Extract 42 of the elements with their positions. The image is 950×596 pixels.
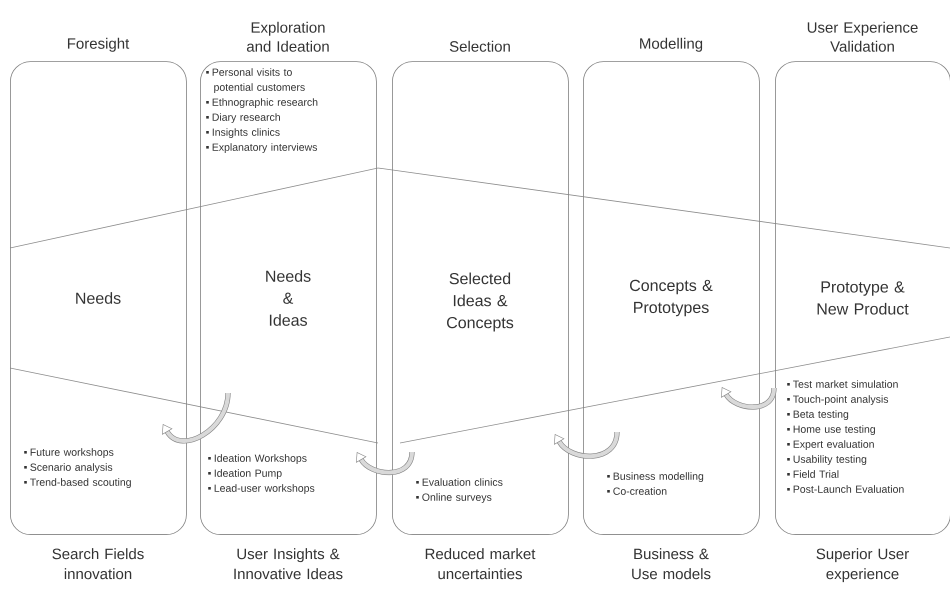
bullet-item: Co-creation (607, 487, 666, 495)
stage-output: Needs (76, 292, 121, 304)
bullet-item: Ideation Workshops (208, 454, 307, 464)
bullet-item: Beta testing (787, 410, 848, 420)
curved-arrow (356, 452, 415, 476)
outcome-text: Reduced market uncertainties (426, 548, 536, 580)
bullet-item: Ethnographic research (206, 98, 318, 108)
stage-heading: Selection (450, 40, 510, 52)
bullet-item: Personal visits to potential customers (206, 68, 305, 93)
bullet-item: Online surveys (416, 493, 492, 503)
bullet-item: Explanatory interviews (206, 143, 318, 153)
bullet-item: Post-Launch Evaluation (787, 485, 904, 493)
bullet-item: Expert evaluation (787, 440, 874, 450)
bullet-item: Lead-user workshops (208, 484, 314, 494)
bullet-item: Evaluation clinics (416, 478, 503, 486)
bullet-item: Insights clinics (206, 128, 280, 138)
curved-arrow (721, 387, 777, 410)
stage-output: Concepts & Prototypes (630, 280, 713, 316)
stage-output: Selected Ideas & Concepts (447, 272, 514, 332)
bullet-item: Future workshops (24, 448, 114, 458)
stage-heading: Modelling (640, 38, 702, 52)
bullet-item: Touch-point analysis (787, 395, 888, 405)
stage-heading: User Experience Validation (808, 22, 918, 52)
outcome-text: Business & Use models (632, 548, 710, 580)
bullet-item: Diary research (206, 113, 280, 123)
bullet-item: Field Trial (787, 470, 838, 478)
bullet-item: Business modelling (607, 472, 704, 482)
stage-heading: Foresight (68, 38, 130, 52)
outcome-text: Superior User experience (816, 548, 909, 582)
curved-arrow (554, 432, 620, 459)
curved-arrow (162, 392, 231, 444)
outcome-text: Search Fields innovation (52, 548, 144, 580)
bullet-item: Trend-based scouting (24, 478, 131, 488)
bullet-item: Usability testing (787, 455, 866, 465)
stage-output: Needs & Ideas (266, 270, 311, 326)
bullet-item: Home use testing (787, 425, 875, 435)
stage-output: Prototype & New Product (818, 281, 909, 315)
outcome-text: User Insights & Innovative Ideas (234, 548, 342, 580)
bullet-item: Ideation Pump (208, 469, 282, 479)
stage-heading: Exploration and Ideation (246, 22, 329, 52)
bullet-item: Scenario analysis (24, 463, 112, 473)
bullet-item: Test market simulation (787, 380, 898, 388)
